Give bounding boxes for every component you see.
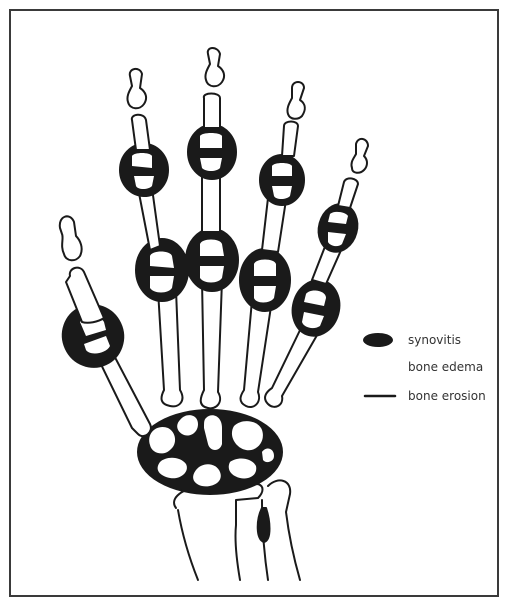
index-metacarpal (158, 290, 182, 406)
ring-middle-phalanx (282, 122, 298, 157)
ulnar-erosion-mark (258, 508, 270, 542)
forearm (174, 480, 300, 580)
ring-distal-phalanx (287, 82, 304, 119)
ring-mcp-bone-upper (254, 260, 276, 277)
ulna-bone (268, 480, 300, 580)
carpus (138, 410, 282, 494)
little-mcp-synovitis (287, 275, 346, 341)
index-middle-phalanx (132, 115, 150, 150)
little-distal-phalanx (351, 139, 368, 173)
radius-bone (174, 484, 262, 580)
little-metacarpal (265, 326, 320, 407)
index-distal-phalanx (127, 69, 146, 108)
legend-synovitis-symbol (363, 333, 393, 347)
thumb-distal-phalanx (60, 216, 82, 260)
legend-label-bone-erosion: bone erosion (408, 389, 486, 403)
legend-label-synovitis: synovitis (408, 333, 461, 347)
little-middle-phalanx (338, 178, 358, 208)
middle-middle-phalanx (204, 94, 220, 129)
middle-metacarpal (201, 280, 222, 408)
index-pip-bone-upper (132, 153, 152, 168)
little-pip-bone-upper (328, 212, 348, 224)
middle-distal-phalanx (205, 48, 224, 86)
index-mcp-bone-upper (150, 252, 174, 269)
middle-pip-bone-upper (200, 133, 222, 148)
middle-mcp-bone-upper (200, 240, 224, 257)
little-pip-synovitis (313, 200, 362, 256)
middle-finger (186, 48, 238, 408)
index-finger (120, 69, 188, 406)
legend-label-bone-edema: bone edema (408, 360, 483, 374)
ring-pip-bone-upper (272, 163, 292, 176)
legend (363, 333, 395, 396)
thumb (53, 216, 151, 436)
carpal-bone-pisiform (262, 449, 274, 463)
